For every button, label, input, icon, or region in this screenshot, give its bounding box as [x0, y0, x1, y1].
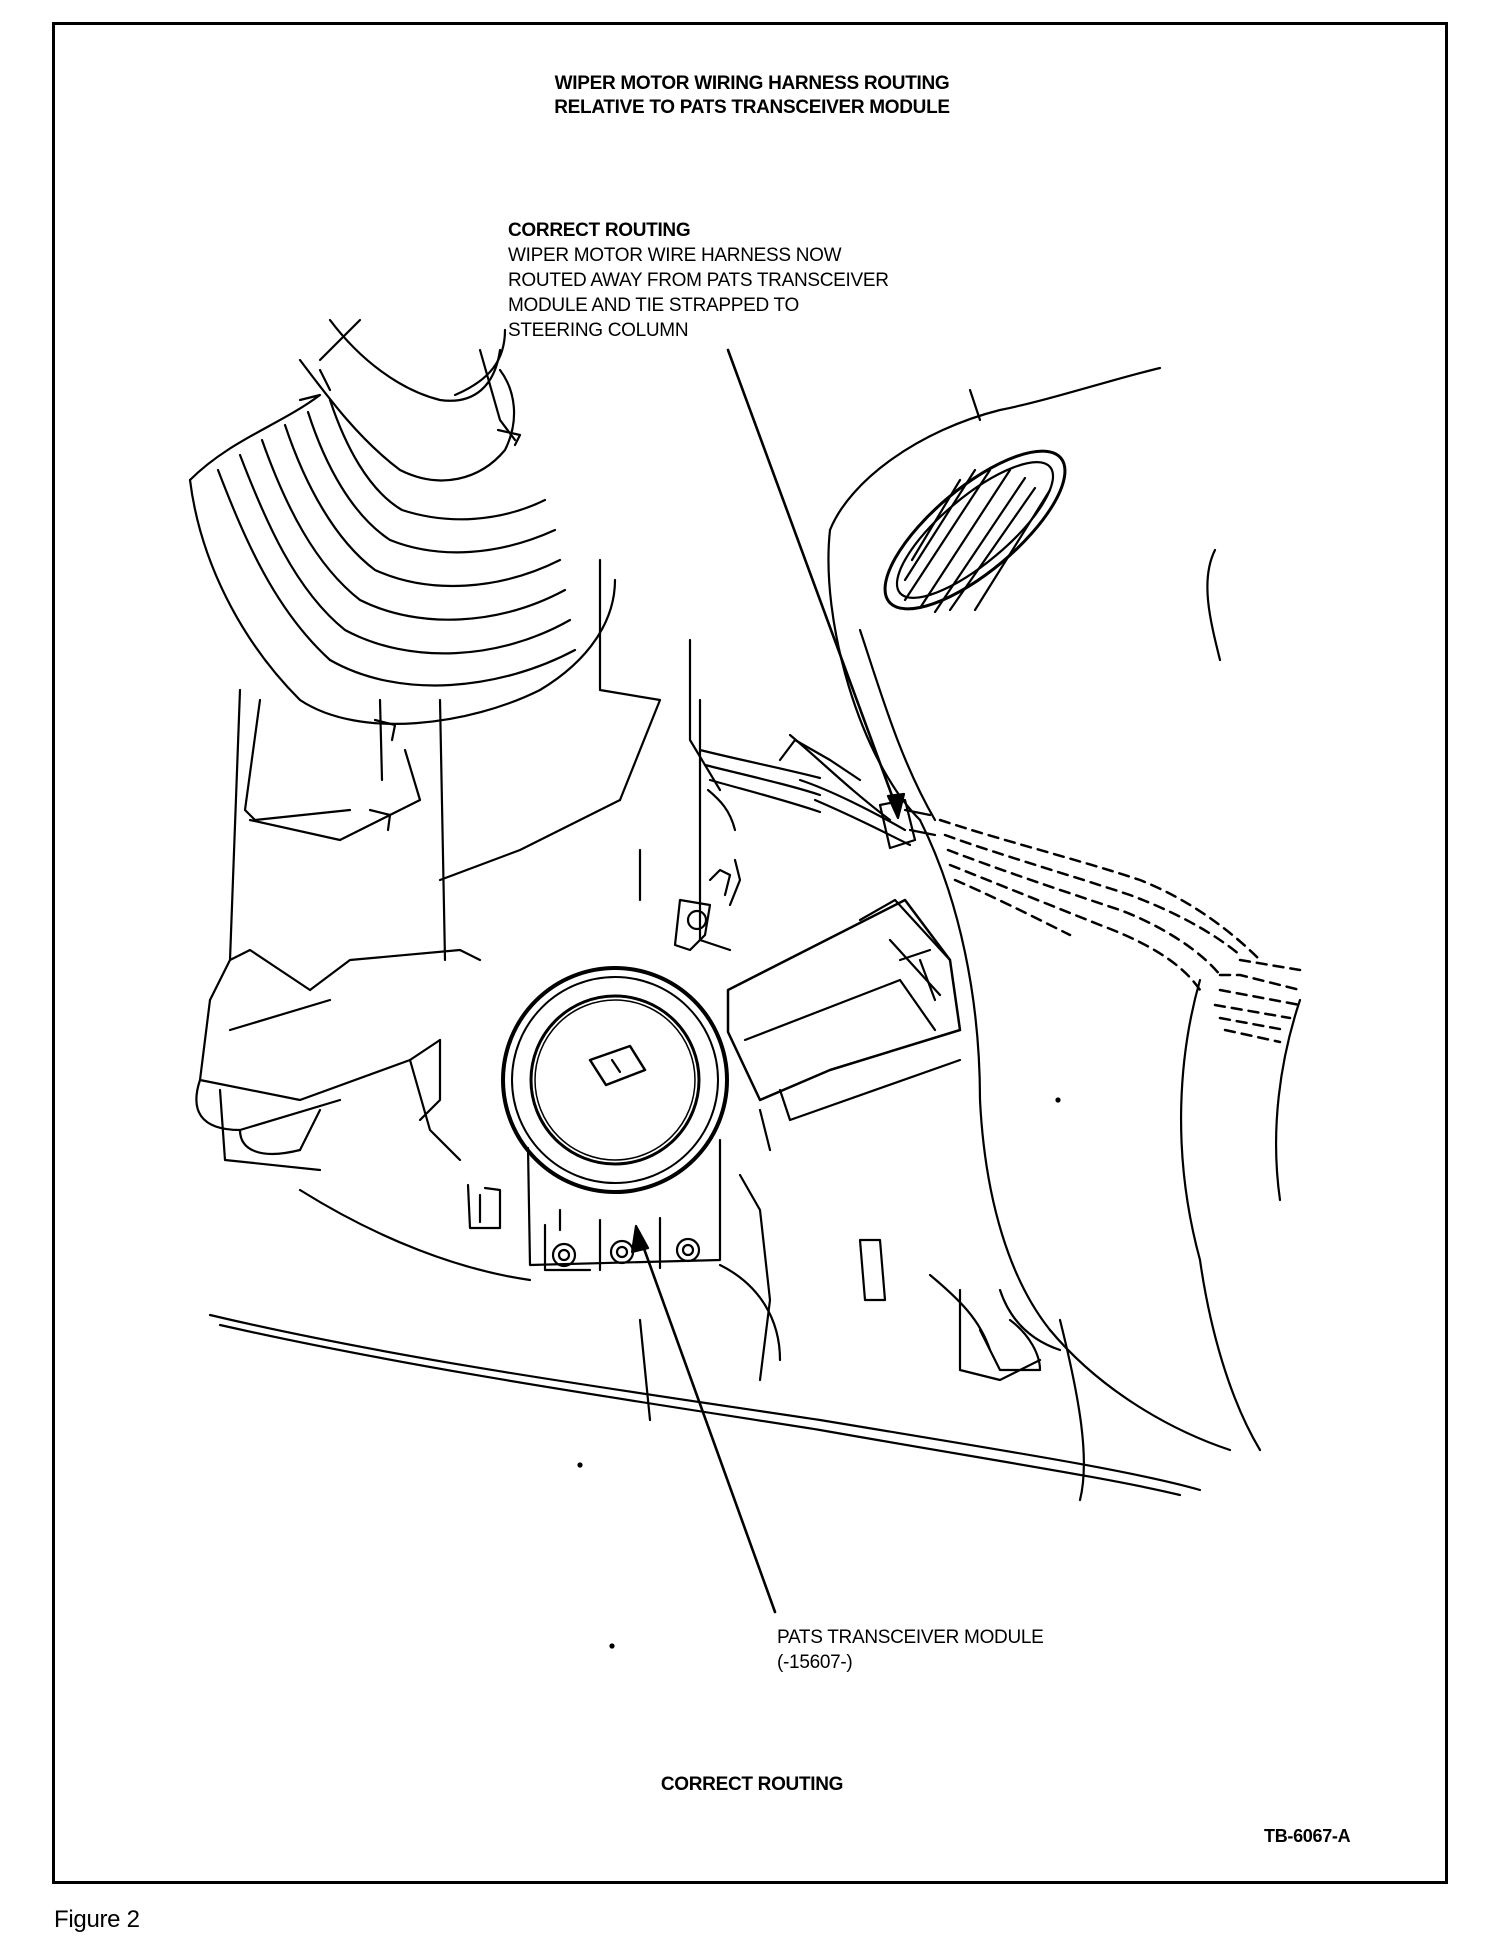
harness-callout-line: ROUTED AWAY FROM PATS TRANSCEIVER — [508, 270, 889, 291]
module-callout: PATS TRANSCEIVER MODULE (-15607-) — [777, 1625, 1044, 1675]
harness-leader-line — [726, 348, 900, 814]
bottom-caption: CORRECT ROUTING — [660, 1774, 844, 1795]
wiper-motor-wire-harness — [698, 733, 937, 850]
figure-label: Figure 2 — [54, 1906, 140, 1933]
air-vent — [883, 449, 1067, 614]
title-line-2: RELATIVE TO PATS TRANSCEIVER MODULE — [554, 97, 950, 118]
electrical-connector — [726, 898, 962, 1152]
harness-callout-line: MODULE AND TIE STRAPPED TO — [508, 295, 799, 316]
module-leader-line — [636, 1230, 777, 1614]
harness-callout-line: WIPER MOTOR WIRE HARNESS NOW — [508, 245, 842, 266]
figure-frame — [52, 22, 1448, 1884]
speck — [609, 1643, 615, 1649]
figure-id: TB-6067-A — [1264, 1826, 1351, 1846]
mounting-bracket — [673, 858, 742, 952]
diagram-title: WIPER MOTOR WIRING HARNESS ROUTING RELAT… — [0, 72, 1504, 120]
instrument-panel — [827, 366, 1302, 1452]
speck — [577, 1462, 583, 1468]
title-line-1: WIPER MOTOR WIRING HARNESS ROUTING — [554, 73, 950, 94]
module-callout-line-2: (-15607-) — [777, 1652, 853, 1673]
module-leader-arrowhead — [630, 1224, 650, 1254]
module-callout-line-1: PATS TRANSCEIVER MODULE — [777, 1627, 1044, 1648]
dashed-harness-routing — [938, 818, 1302, 1044]
steering-column-boot — [188, 318, 617, 725]
harness-callout-line: STEERING COLUMN — [508, 320, 689, 341]
speck — [1055, 1097, 1061, 1103]
bracket-clip — [466, 1183, 502, 1230]
steering-column-shroud — [195, 558, 732, 1172]
lower-dash-panel — [208, 1173, 1202, 1502]
harness-callout-heading: CORRECT ROUTING — [508, 220, 691, 241]
harness-callout: CORRECT ROUTING WIPER MOTOR WIRE HARNESS… — [508, 218, 889, 343]
pats-transceiver-module — [501, 966, 729, 1272]
